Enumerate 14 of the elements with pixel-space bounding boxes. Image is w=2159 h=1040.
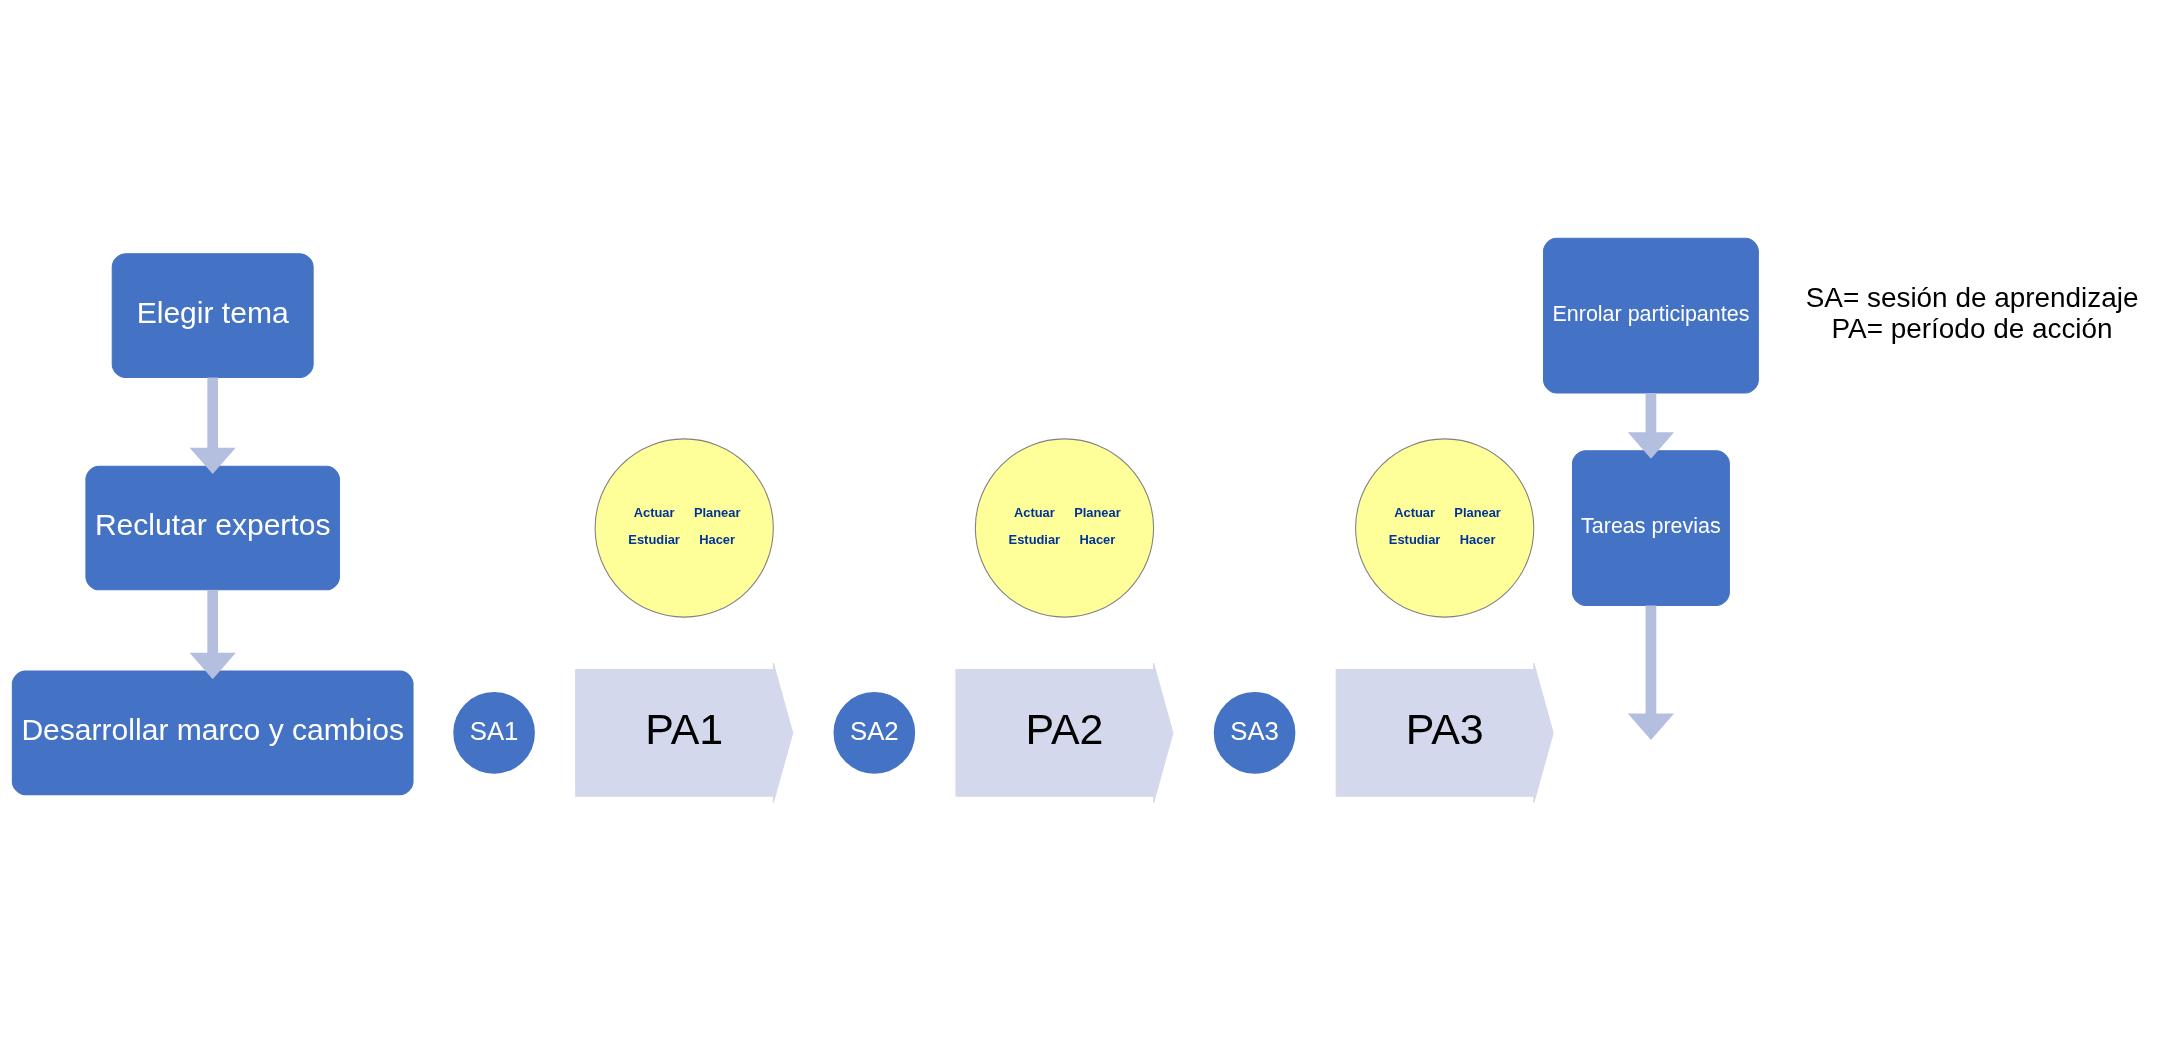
node-circle: Actuar Planear Estudiar Hacer bbox=[1355, 437, 1535, 618]
arrow bbox=[189, 589, 236, 679]
arrow bbox=[1627, 392, 1675, 459]
node-circle: Actuar Planear Estudiar Hacer bbox=[974, 437, 1155, 618]
node-box: Enrolar participantes bbox=[1543, 237, 1759, 393]
node-box: Elegir tema bbox=[111, 252, 314, 378]
arrow bbox=[1627, 604, 1675, 740]
node-box: Tareas previas bbox=[1572, 449, 1730, 606]
label: PA= período de acción bbox=[1831, 312, 2113, 344]
node-circle: Actuar Planear Estudiar Hacer bbox=[594, 437, 774, 618]
label: SA= sesión de aprendizaje bbox=[1805, 281, 2139, 313]
arrow bbox=[189, 377, 236, 474]
node-box: Reclutar expertos bbox=[85, 465, 340, 590]
node-box: Desarrollar marco y cambios bbox=[11, 670, 414, 795]
